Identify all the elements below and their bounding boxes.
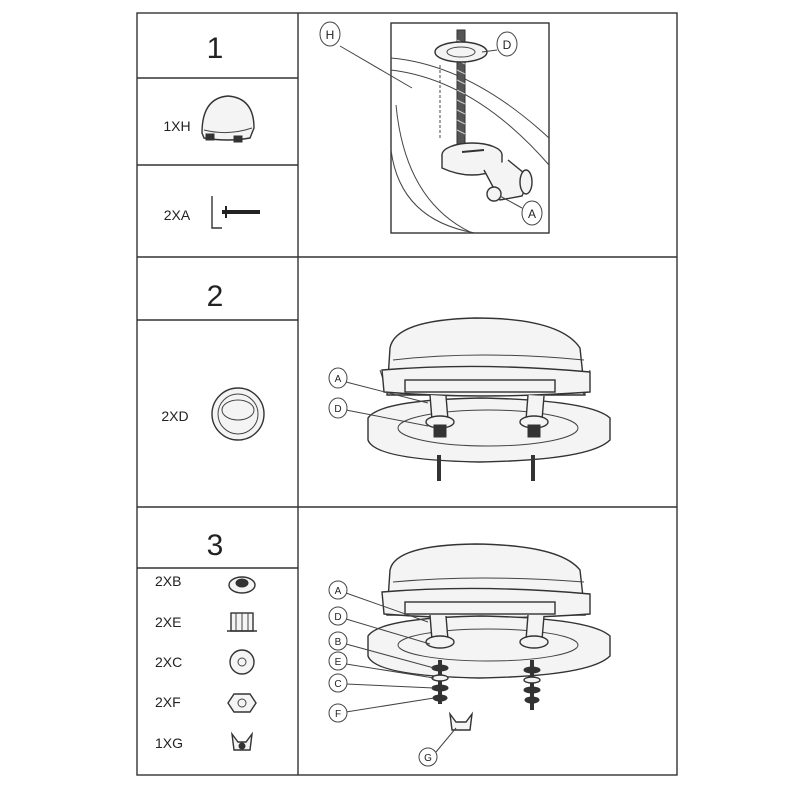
svg-text:A: A (528, 207, 536, 221)
part-label-1xg: 1XG (155, 735, 183, 751)
step3-callouts: A D B E C F G (328, 580, 457, 767)
part-label-2xd: 2XD (161, 408, 188, 424)
step3-callout-b: B (335, 637, 342, 648)
callout-h: H (319, 21, 413, 89)
step3-callout-a: A (335, 586, 342, 597)
svg-text:A: A (335, 374, 342, 385)
toilet-seat-step2 (367, 317, 611, 481)
toilet-seat-step3 (367, 543, 611, 731)
step-1-detail-frame (390, 22, 550, 234)
step3-callout-e: E (335, 657, 342, 668)
wing-nut-icon (230, 731, 254, 751)
part-label-2xe: 2XE (155, 614, 181, 630)
sleeve-icon (227, 612, 257, 632)
hex-nut-icon (227, 693, 257, 713)
step3-callout-f: F (335, 709, 341, 720)
svg-text:D: D (503, 38, 512, 52)
step-3-number: 3 (207, 529, 224, 562)
step-1-number: 1 (207, 32, 224, 65)
flat-washer-icon (229, 649, 255, 675)
svg-text:H: H (326, 28, 335, 42)
hinge-cover-icon (201, 95, 255, 143)
callout-a: A (499, 195, 543, 226)
ring-washer-icon (211, 387, 265, 441)
cone-washer-icon (228, 576, 256, 594)
svg-text:D: D (334, 404, 341, 415)
table-grid (136, 12, 678, 776)
part-label-2xb: 2XB (155, 573, 181, 589)
part-label-2xf: 2XF (155, 694, 181, 710)
step3-callout-c: C (334, 679, 341, 690)
allen-key-icon (211, 196, 260, 229)
step3-callout-g: G (424, 753, 432, 764)
part-label-2xc: 2XC (155, 654, 182, 670)
part-label-2xa: 2XA (164, 207, 191, 223)
step2-callout-a: A (328, 367, 429, 404)
callout-d: D (481, 31, 518, 57)
step-2-number: 2 (207, 280, 224, 313)
part-label-1xh: 1XH (163, 118, 190, 134)
step3-callout-d: D (334, 612, 341, 623)
step2-callout-d: D (328, 397, 429, 427)
